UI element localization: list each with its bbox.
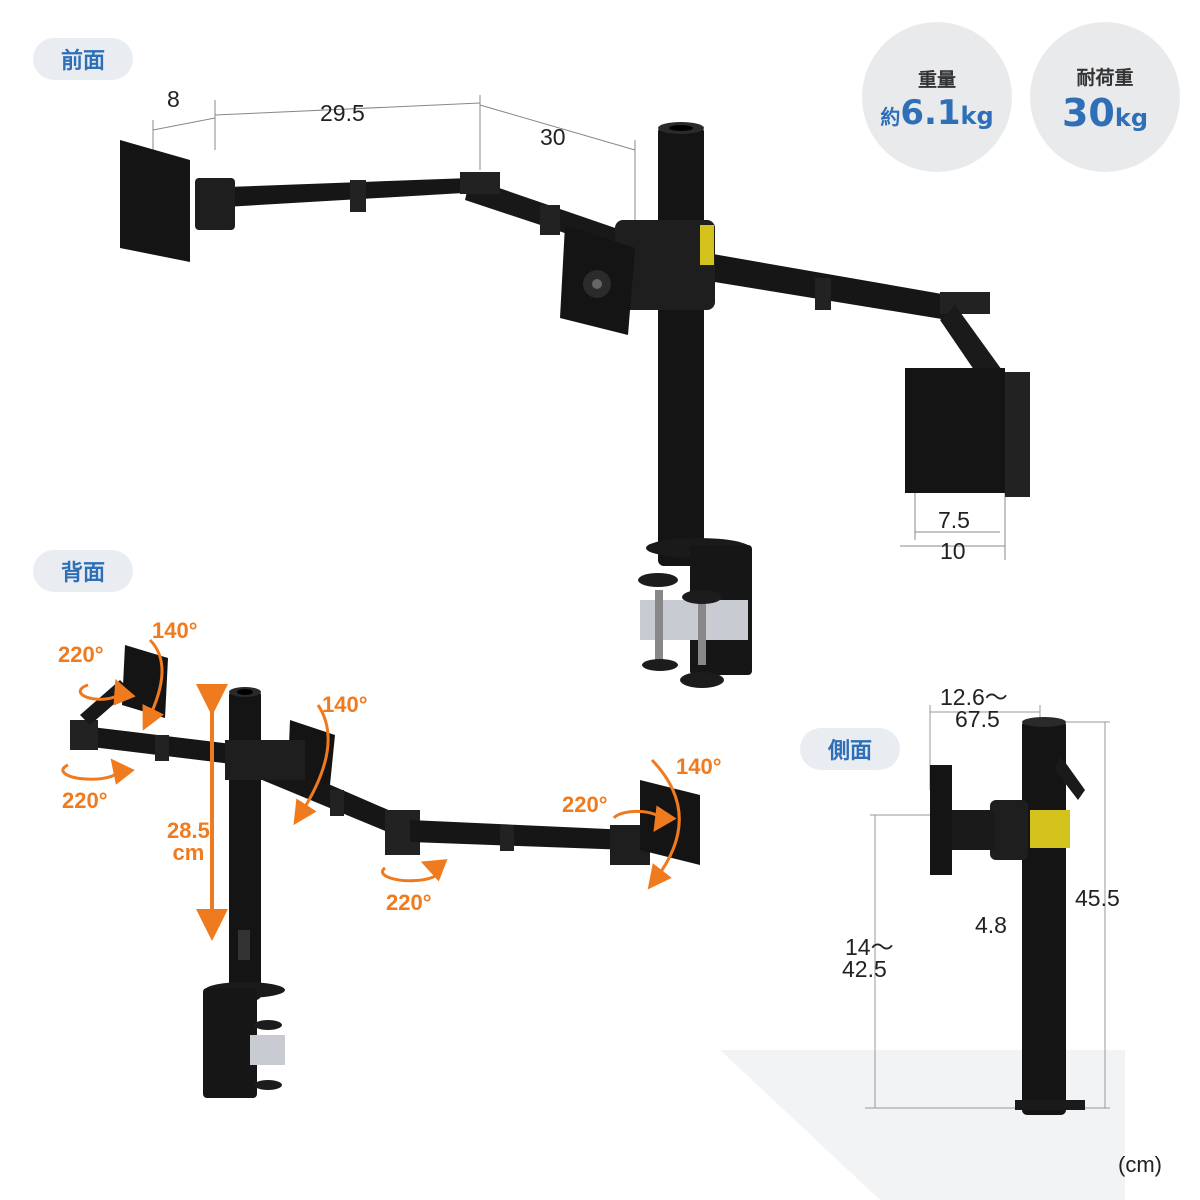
angle-right-tilt: 140° bbox=[676, 754, 722, 779]
front-dim-29-5: 29.5 bbox=[320, 100, 365, 126]
back-view-mount bbox=[61, 638, 700, 1098]
weight-badge-label: 重量 bbox=[917, 68, 956, 91]
weight-number: 6.1 bbox=[900, 92, 961, 133]
angle-left-swivel: 220° bbox=[58, 642, 104, 667]
load-badge-label: 耐荷重 bbox=[1076, 66, 1134, 89]
side-view-label-text: 側面 bbox=[827, 739, 872, 764]
side-dim-clamp-max: 42.5 bbox=[842, 956, 887, 982]
angle-left-arm: 220° bbox=[62, 788, 108, 813]
back-view-label: 背面 bbox=[33, 550, 133, 592]
height-adjust-unit: cm bbox=[172, 840, 205, 865]
front-view-mount bbox=[120, 95, 1030, 688]
side-view-label: 側面 bbox=[800, 728, 900, 770]
load-number: 30 bbox=[1061, 90, 1115, 135]
side-view-mount bbox=[720, 705, 1125, 1200]
side-dim-pole: 4.8 bbox=[975, 912, 1007, 938]
load-unit: kg bbox=[1114, 103, 1149, 132]
front-view-label: 前面 bbox=[33, 38, 133, 80]
load-capacity-badge: 耐荷重 30kg bbox=[1030, 22, 1180, 172]
side-dim-height: 45.5 bbox=[1075, 885, 1120, 911]
weight-unit: kg bbox=[960, 101, 994, 130]
front-dim-10: 10 bbox=[940, 538, 966, 564]
angle-right-swivel: 220° bbox=[562, 792, 608, 817]
load-badge-value: 30kg bbox=[1062, 94, 1148, 132]
weight-badge: 重量 約6.1kg bbox=[862, 22, 1012, 172]
front-dim-7-5: 7.5 bbox=[938, 507, 970, 533]
back-view-label-text: 背面 bbox=[60, 561, 105, 586]
weight-badge-value: 約6.1kg bbox=[880, 96, 993, 130]
angle-left-tilt: 140° bbox=[152, 618, 198, 643]
angle-right-arm: 220° bbox=[386, 890, 432, 915]
height-adjust-label: 28.5 cm bbox=[167, 820, 210, 864]
unit-note: (cm) bbox=[1118, 1152, 1162, 1177]
weight-prefix: 約 bbox=[880, 104, 901, 129]
front-view-label-text: 前面 bbox=[60, 49, 105, 74]
front-dim-8: 8 bbox=[167, 86, 180, 112]
front-dim-30: 30 bbox=[540, 124, 566, 150]
side-dim-depth-min: 12.6〜 bbox=[940, 684, 1008, 710]
angle-center-tilt: 140° bbox=[322, 692, 368, 717]
side-dim-depth-max: 67.5 bbox=[955, 706, 1000, 732]
height-adjust-value: 28.5 bbox=[167, 818, 210, 843]
side-dim-clamp-min: 14〜 bbox=[845, 934, 894, 960]
